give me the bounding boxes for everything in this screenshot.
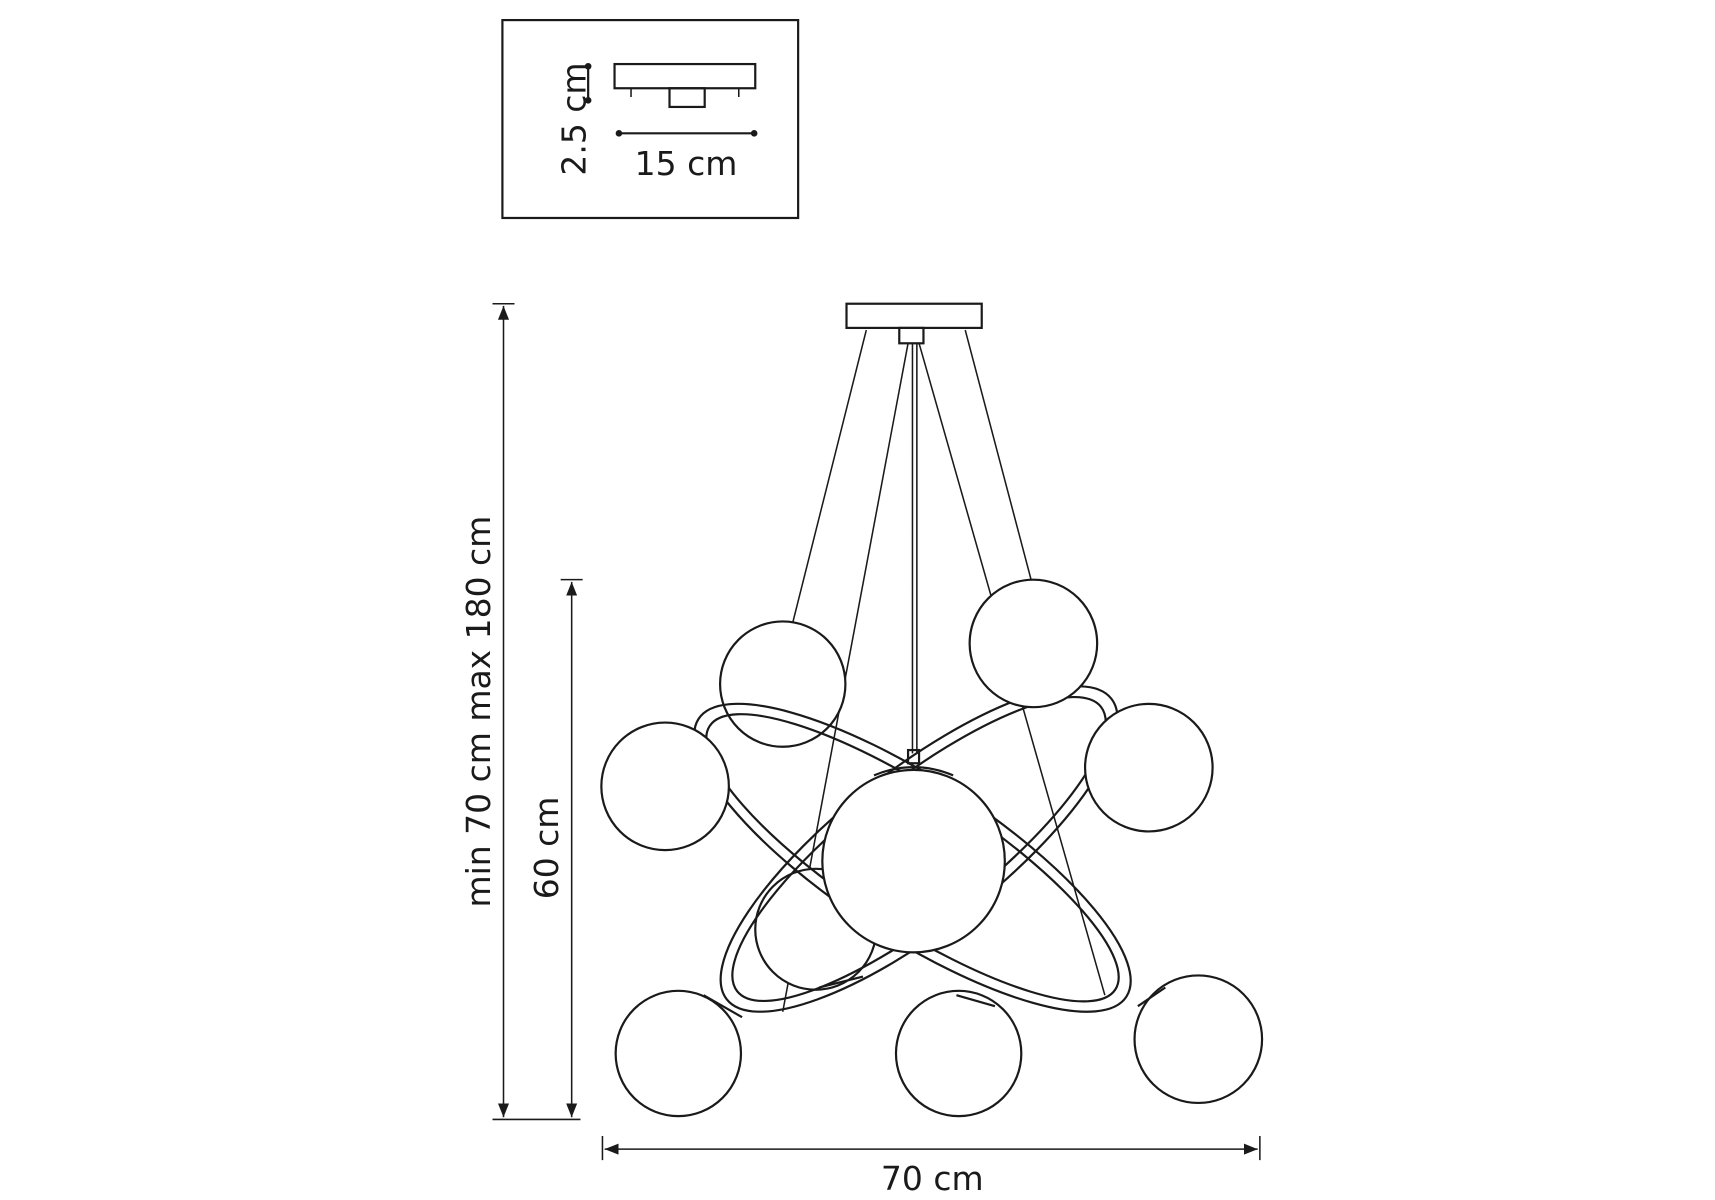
globe [968,578,1099,709]
canopy-width-label: 15 cm [635,144,738,183]
globe [1083,702,1214,833]
globe [894,989,1023,1118]
canopy-plate [613,62,757,90]
canopy-height-label: 2.5 cm [555,62,594,175]
globe [600,721,730,852]
canopy-mount [668,87,706,109]
width-label: 70 cm [881,1159,984,1198]
globe [614,989,743,1118]
chandelier-drawing [600,302,1264,1118]
globe [718,620,847,748]
dimension-lines: min 70 cm max 180 cm 60 cm 70 cm [459,302,1261,1198]
detail-frame [501,18,800,220]
total-height-label: min 70 cm max 180 cm [459,516,498,908]
ceiling-plate [845,302,983,330]
canopy-detail: 2.5 cm 15 cm [501,18,800,220]
globe [1133,974,1264,1105]
body-height-label: 60 cm [527,797,566,900]
center-globe [821,768,1006,954]
